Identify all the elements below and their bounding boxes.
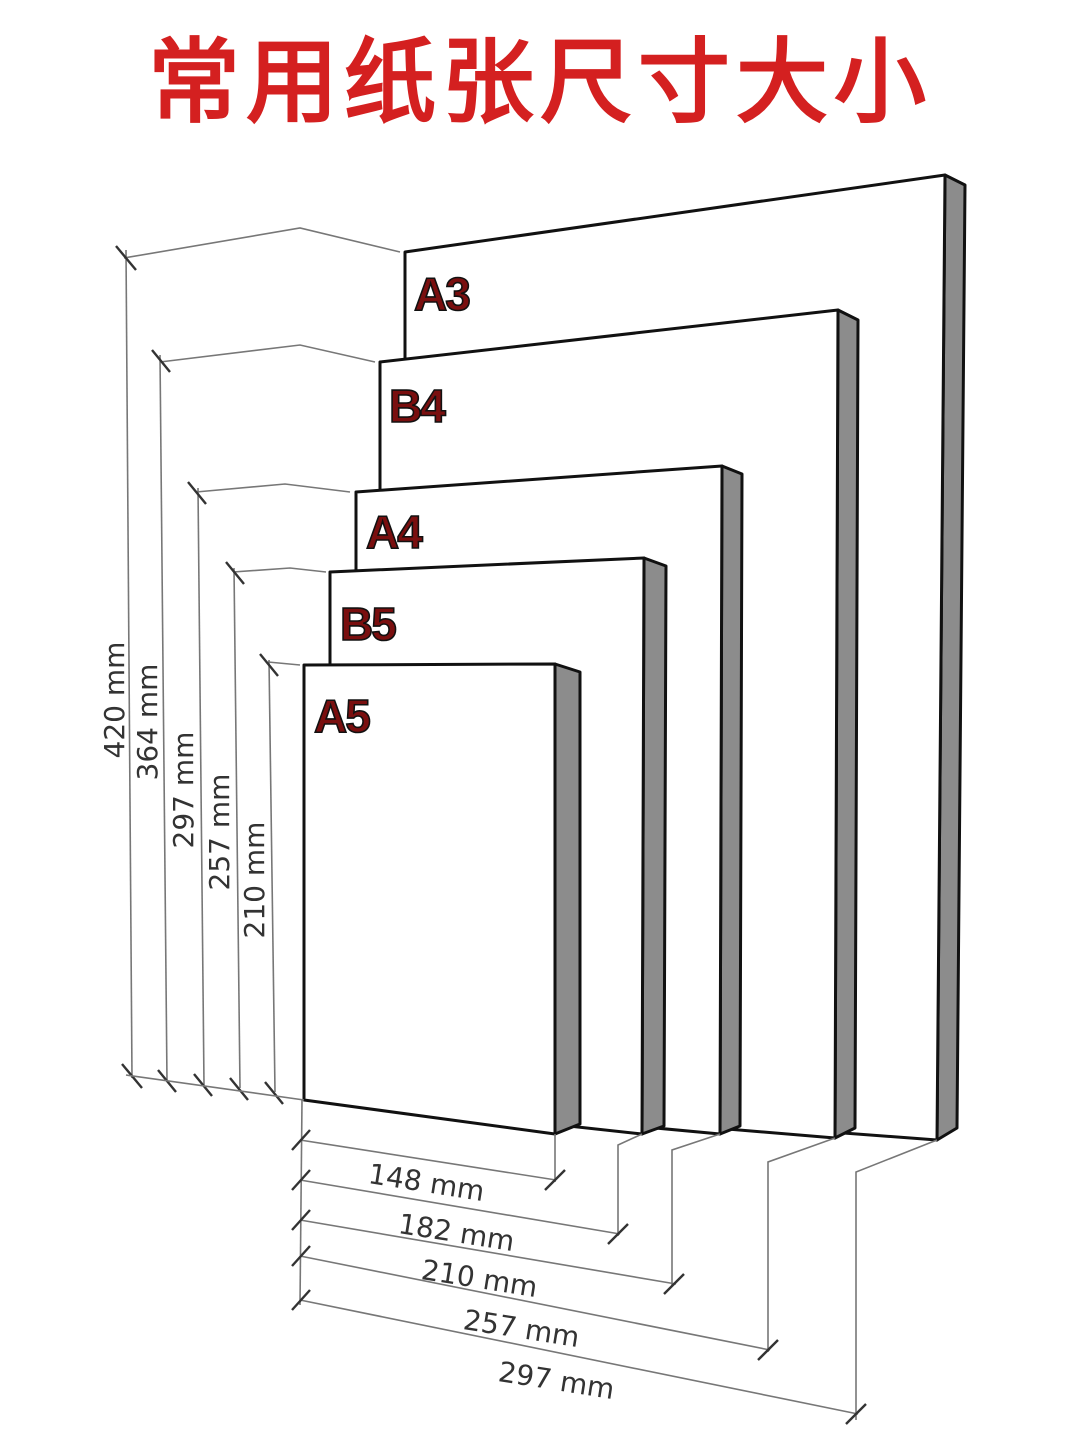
width-dim-148-label: 148 mm (366, 1157, 487, 1208)
height-dim-420-label: 420 mm (98, 642, 131, 759)
width-dim-297-tick-left (291, 1289, 311, 1311)
width-dim-210-tick-left (291, 1209, 311, 1231)
width-dim-182-line (299, 1179, 621, 1235)
height-dim-257-tick-top (225, 561, 245, 585)
sheet-a3-label: A3 (414, 268, 469, 320)
width-dim-148-tick-right (544, 1169, 566, 1191)
height-dim-364-tick-top (151, 349, 171, 373)
page-title: 常用纸张尺寸大小 (147, 29, 932, 136)
width-dim-182-tick-right (607, 1223, 629, 1245)
height-dim-364-leader (159, 344, 376, 363)
height-dim-420-line (125, 249, 133, 1079)
height-dim-364-label: 364 mm (131, 664, 164, 781)
height-dim-297-tick-top (187, 481, 207, 505)
sheet-b5-side (640, 556, 668, 1136)
width-dim-left-extension (299, 1099, 303, 1306)
width-dim-182-ext (617, 1133, 643, 1236)
sheet-a4-label: A4 (366, 506, 423, 558)
width-dim-257-tick-right (757, 1339, 779, 1361)
height-dim-257-label: 257 mm (203, 774, 236, 891)
sheet-a5-side (553, 662, 582, 1136)
height-dim-257-line (233, 567, 241, 1089)
width-dim-297-line (299, 1299, 859, 1415)
width-dimensions: 148 mm 182 mm 210 mm 257 mm 297 (291, 1099, 938, 1425)
width-dim-210-line (299, 1219, 677, 1285)
sheet-b5-label: B5 (340, 598, 396, 650)
sheet-a5: A5 (302, 662, 582, 1136)
height-dim-210-tick-bottom (264, 1081, 284, 1105)
width-dim-182-tick-left (291, 1169, 311, 1191)
width-dim-257-line (299, 1255, 771, 1351)
width-dim-148-tick-left (291, 1129, 311, 1151)
width-dim-210-ext (671, 1133, 721, 1286)
width-dim-257-tick-left (291, 1245, 311, 1267)
height-dim-297-label: 297 mm (167, 732, 200, 849)
height-dim-210-label: 210 mm (238, 822, 271, 939)
width-dim-210-tick-right (663, 1273, 685, 1295)
width-dim-257-label: 257 mm (461, 1303, 582, 1354)
height-dim-297-line (197, 487, 205, 1086)
height-dim-297-leader (195, 483, 351, 493)
height-dim-297-tick-bottom (193, 1073, 213, 1097)
width-dim-297-tick-right (845, 1403, 867, 1425)
width-dim-297-ext (855, 1139, 938, 1420)
width-dim-148-line (299, 1139, 557, 1181)
height-dim-210-leader (267, 661, 301, 666)
width-dim-210-label: 210 mm (419, 1253, 540, 1304)
height-dim-420-leader (123, 227, 401, 259)
height-dim-364-line (159, 354, 168, 1083)
sheet-a5-label: A5 (314, 690, 370, 742)
width-dim-257-ext (767, 1137, 836, 1352)
height-dim-257-tick-bottom (229, 1077, 249, 1101)
width-dim-182-label: 182 mm (396, 1207, 517, 1258)
height-dim-baseline (125, 1074, 305, 1101)
sheet-a4-side (718, 464, 744, 1136)
width-dim-297-label: 297 mm (496, 1355, 617, 1406)
height-dim-210-line (268, 659, 276, 1093)
height-dim-210-tick-top (259, 653, 279, 677)
height-dim-420-tick-top (115, 245, 137, 271)
height-dim-257-leader (232, 567, 327, 573)
sheet-b4-label: B4 (389, 380, 446, 432)
height-dimensions: 420 mm 364 mm 297 mm 257 mm 210 (98, 227, 401, 1105)
